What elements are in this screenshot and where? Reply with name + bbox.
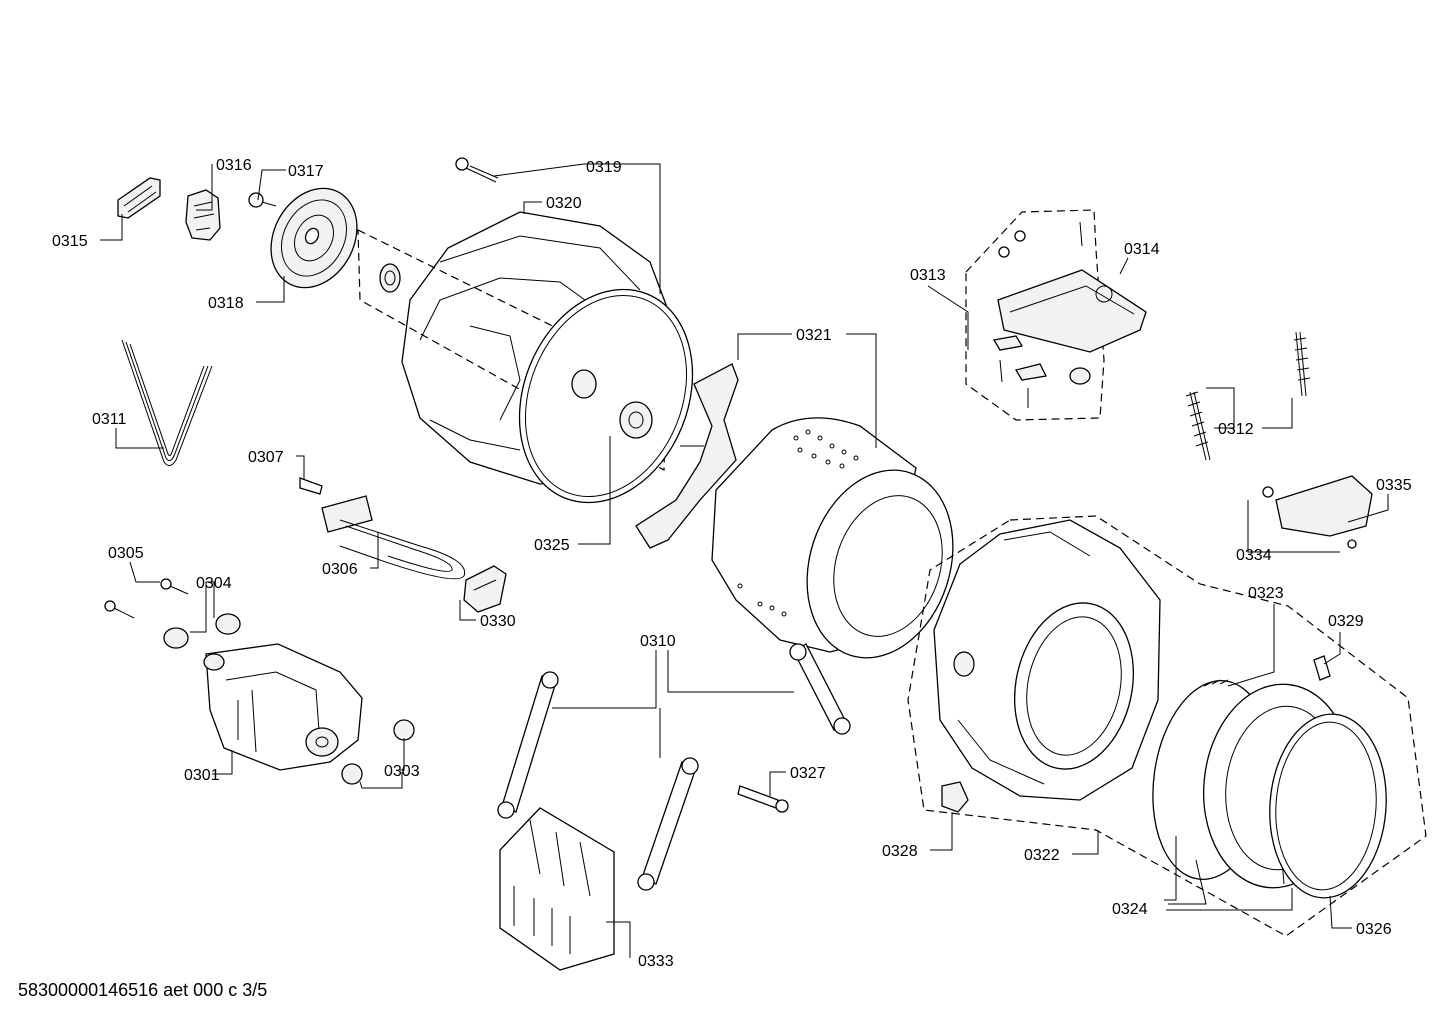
- label-0306: 0306: [322, 561, 358, 578]
- part-0322-drawing: [907, 515, 1427, 937]
- label-0307: 0307: [248, 449, 284, 466]
- label-0322: 0322: [1024, 847, 1060, 864]
- part-0319-drawing: [455, 157, 499, 183]
- label-0305: 0305: [108, 545, 144, 562]
- label-0330: 0330: [480, 613, 516, 630]
- part-0333-drawing: [499, 807, 615, 971]
- part-0321-drum-drawing: [711, 417, 954, 659]
- label-0314: 0314: [1124, 241, 1160, 258]
- label-0319: 0319: [586, 159, 622, 176]
- label-0303: 0303: [384, 763, 420, 780]
- part-0328-drawing: [941, 781, 969, 813]
- label-0326: 0326: [1356, 921, 1392, 938]
- part-0305-drawing: [104, 578, 189, 619]
- label-0333: 0333: [638, 953, 674, 970]
- label-0318: 0318: [208, 295, 244, 312]
- part-0306-drawing: [321, 495, 466, 580]
- part-0329-drawing: [1313, 655, 1331, 681]
- part-0303-drawing: [341, 719, 415, 785]
- part-0327-drawing: [737, 785, 789, 813]
- part-0311-drawing: [121, 339, 213, 466]
- leader-lines: [100, 163, 1389, 958]
- drawing-reference-footer: 58300000146516 aet 000 c 3/5: [18, 980, 268, 1000]
- part-0312-drawing: [1185, 331, 1311, 461]
- part-0316-drawing: [185, 189, 221, 241]
- label-0316: 0316: [216, 157, 252, 174]
- part-0330-drawing: [463, 565, 507, 613]
- label-0301: 0301: [184, 767, 220, 784]
- label-0320: 0320: [546, 195, 582, 212]
- label-0334: 0334: [1236, 547, 1272, 564]
- label-0327: 0327: [790, 765, 826, 782]
- label-0328: 0328: [882, 843, 918, 860]
- label-0311: 0311: [92, 411, 127, 428]
- part-0304-drawing: [163, 613, 241, 649]
- label-0325: 0325: [534, 537, 570, 554]
- label-0317: 0317: [288, 163, 324, 180]
- part-0301-drawing: [203, 643, 363, 771]
- label-0304: 0304: [196, 575, 232, 592]
- label-0313: 0313: [910, 267, 946, 284]
- part-0310-drawing: [497, 643, 851, 891]
- part-0335-drawing: [1262, 475, 1373, 549]
- part-0318-drawing: [270, 187, 358, 289]
- part-0326-drawing: [1269, 713, 1387, 899]
- part-0321-spider-drawing: [635, 363, 739, 549]
- part-0325-drawing: [518, 288, 694, 504]
- label-0321: 0321: [796, 327, 832, 344]
- part-0317-drawing: [248, 192, 277, 208]
- label-0315: 0315: [52, 233, 88, 250]
- label-0324: 0324: [1112, 901, 1148, 918]
- part-labels: 0315 0316 0317 0318 0319 0320 0311 0321 …: [52, 157, 1412, 970]
- label-0335: 0335: [1376, 477, 1412, 494]
- label-0310: 0310: [640, 633, 676, 650]
- part-0315-drawing: [117, 177, 161, 219]
- part-0313-drawing: [965, 209, 1105, 421]
- part-0307-drawing: [299, 477, 323, 495]
- label-0323: 0323: [1248, 585, 1284, 602]
- label-0312: 0312: [1218, 421, 1254, 438]
- part-0314-drawing: [997, 269, 1147, 353]
- label-0329: 0329: [1328, 613, 1364, 630]
